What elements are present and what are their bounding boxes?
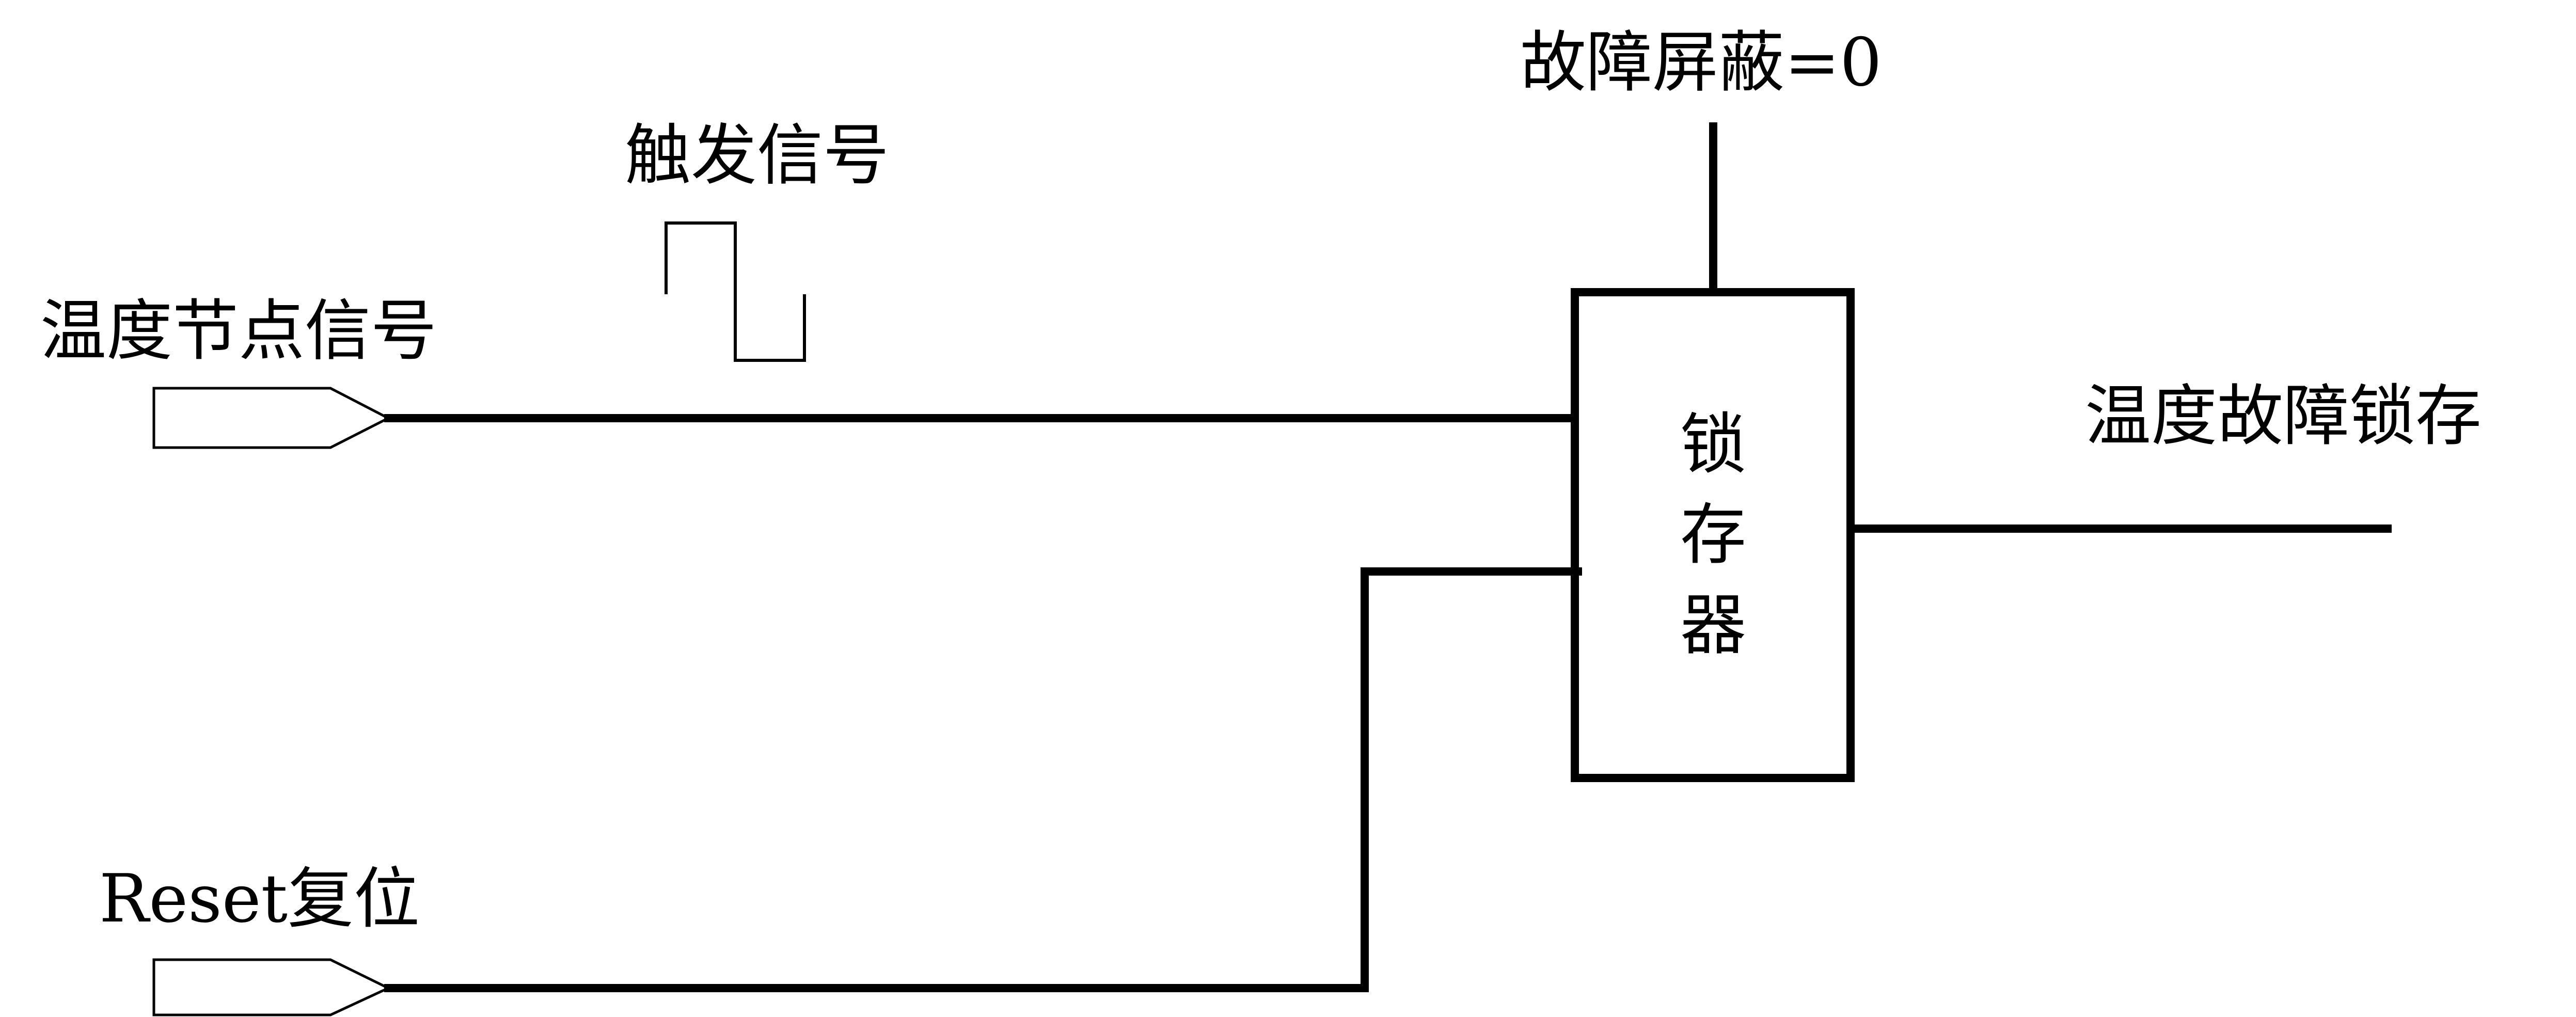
latch-char-3: 器	[1680, 587, 1746, 664]
reset-input-port	[152, 958, 391, 1016]
reset-line	[384, 567, 1582, 992]
temp-node-signal-label: 温度节点信号	[40, 293, 437, 370]
fault-mask-label: 故障屏蔽=0	[1520, 24, 1882, 101]
latch-box	[1571, 288, 1855, 782]
reset-label: Reset复位	[99, 861, 420, 937]
trigger-pulse-waveform	[665, 221, 806, 362]
temp-node-input-port	[152, 387, 391, 449]
latch-char-2: 存	[1680, 497, 1746, 574]
latch-char-1: 锁	[1680, 406, 1746, 483]
trigger-signal-label: 触发信号	[625, 117, 889, 194]
temp-fault-latch-label: 温度故障锁存	[2085, 378, 2482, 455]
